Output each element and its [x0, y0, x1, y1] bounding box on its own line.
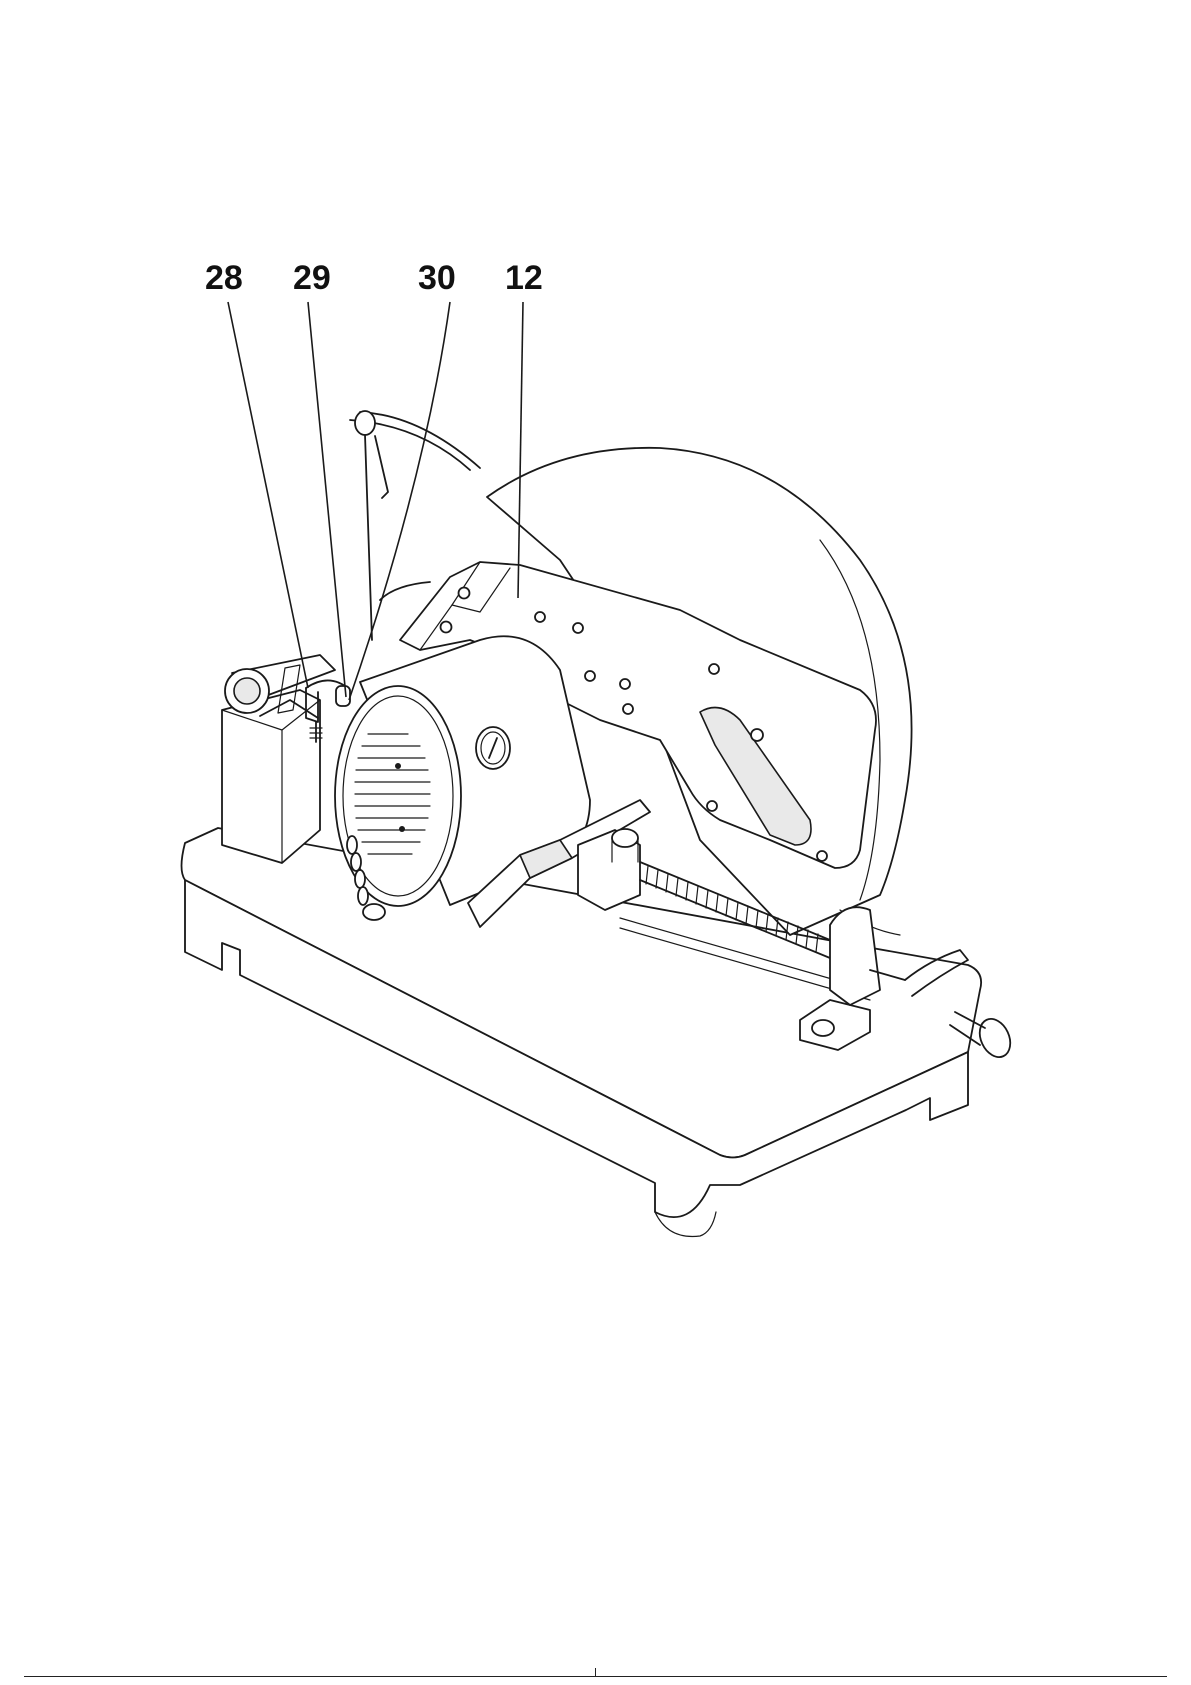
callout-12-label: 12: [505, 259, 543, 297]
callout-29-label: 29: [293, 259, 331, 297]
footer-center-tick: [595, 1668, 596, 1677]
callout-28-label: 28: [205, 259, 243, 297]
guard-lever: [355, 411, 388, 640]
callout-30-label: 30: [418, 259, 456, 297]
